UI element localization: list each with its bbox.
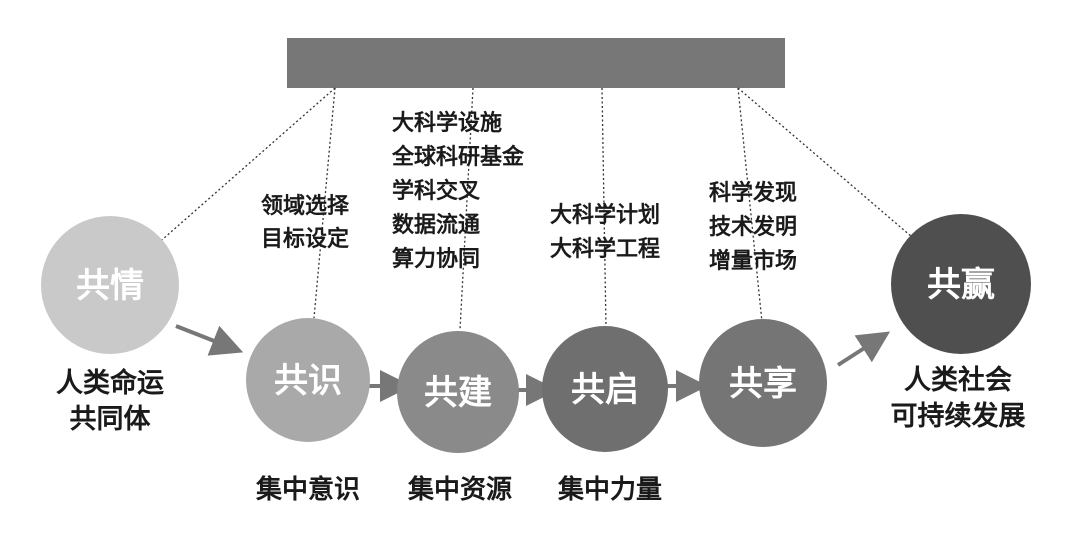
annotation-line: 科学发现 (709, 180, 797, 206)
left-caption-line: 共同体 (70, 404, 152, 435)
node-label-gongying: 共赢 (927, 265, 995, 305)
string-gongqing (154, 87, 336, 247)
annotation-line: 增量市场 (709, 248, 797, 274)
node-label-gongshi: 共识 (274, 361, 342, 401)
arrow-gongqing-to-gongshi (175, 324, 244, 356)
bottom-caption-gongshi: 集中意识 (255, 474, 360, 505)
node-label-gongxiang: 共享 (729, 364, 797, 404)
node-circle-gongjian (397, 331, 519, 453)
arrow-gongxiang-to-gongying (836, 331, 891, 367)
node-circle-gongqi (542, 326, 668, 452)
annotation-line: 大科学设施 (392, 110, 502, 136)
annotation-line: 算力协同 (392, 246, 480, 272)
annotation-gongxiang: 科学发现 技术发明 增量市场 (709, 180, 797, 274)
annotation-gongjian: 大科学设施 全球科研基金 学科交叉 数据流通 算力协同 (391, 110, 525, 272)
bottom-caption-gongqi: 集中力量 (557, 474, 662, 505)
node-label-gongqi: 共启 (571, 370, 639, 410)
node-label-gongjian: 共建 (424, 373, 492, 413)
top-bar (287, 38, 785, 88)
right-caption-line: 可持续发展 (891, 400, 1026, 432)
node-circle-gongxiang (699, 319, 827, 447)
dotted-strings (154, 87, 913, 331)
right-caption-line: 人类社会 (904, 364, 1012, 396)
annotation-line: 领域选择 (261, 193, 350, 219)
node-circle-gongying (891, 214, 1031, 354)
annotation-line: 全球科研基金 (391, 144, 525, 170)
annotation-line: 学科交叉 (392, 178, 480, 204)
annotation-line: 数据流通 (392, 212, 480, 238)
node-label-gongqing: 共情 (76, 266, 144, 306)
left-caption-line: 人类命运 (56, 367, 164, 399)
string-gongxiang (737, 87, 763, 323)
annotation-line: 大科学计划 (550, 202, 660, 228)
annotation-gongqi: 大科学计划 大科学工程 (550, 202, 660, 262)
node-circle-gongshi (246, 318, 370, 442)
string-gongying (737, 87, 913, 238)
node-circle-gongqing (41, 216, 179, 354)
annotation-line: 大科学工程 (550, 236, 660, 262)
annotation-gongshi: 领域选择 目标设定 (261, 193, 350, 252)
annotation-line: 目标设定 (261, 226, 349, 252)
bottom-caption-gongjian: 集中资源 (407, 474, 512, 505)
annotation-line: 技术发明 (709, 214, 797, 240)
